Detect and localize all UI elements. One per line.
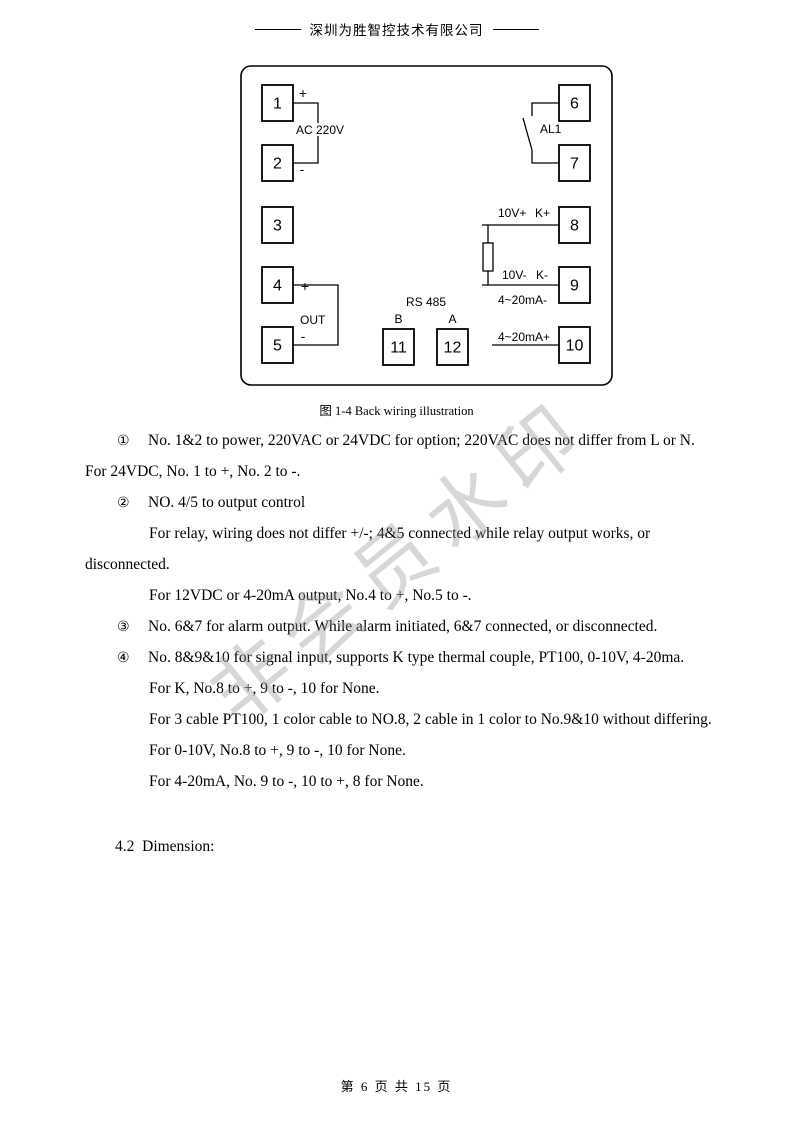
terminal-6-number: 6 <box>570 96 579 113</box>
out-label: OUT <box>300 313 326 327</box>
input-10v-plus-label: 10V+ <box>498 206 526 220</box>
note-line: ③ No. 6&7 for alarm output. While alarm i… <box>85 611 745 642</box>
terminal-10: 10 <box>558 326 591 364</box>
terminal-6: 6 <box>558 84 591 122</box>
terminal-7: 7 <box>558 144 591 182</box>
note-line: ① No. 1&2 to power, 220VAC or 24VDC for o… <box>85 425 745 456</box>
header-rule-left <box>254 28 301 30</box>
al1-label: AL1 <box>540 122 562 136</box>
note-text: For relay, wiring does not differ +/-; 4… <box>149 525 651 542</box>
note-line: For K, No.8 to +, 9 to -, 10 for None. <box>85 673 745 704</box>
panel-outline <box>240 65 613 386</box>
note-text: disconnected. <box>85 556 170 573</box>
terminal-1-number: 1 <box>273 96 282 113</box>
input-10v-minus-label: 10V- <box>502 268 527 282</box>
ac220v-underlay <box>294 123 348 136</box>
input-420ma-minus-label: 4~20mA- <box>498 293 547 307</box>
note-line: For 0-10V, No.8 to +, 9 to -, 10 for Non… <box>85 735 745 766</box>
note-line: ④ No. 8&9&10 for signal input, supports K… <box>85 642 745 673</box>
input-k-plus-label: K+ <box>535 206 550 220</box>
terminal-3: 3 <box>261 206 294 244</box>
rs485-label: RS 485 <box>406 295 446 309</box>
figure-caption: 图 1-4 Back wiring illustration <box>319 404 474 418</box>
note-text: For 24VDC, No. 1 to +, No. 2 to -. <box>85 463 301 480</box>
terminal-10-number: 10 <box>566 338 584 355</box>
terminal-11: 11 <box>382 328 415 366</box>
note-line: For 4-20mA, No. 9 to -, 10 to +, 8 for N… <box>85 766 745 797</box>
page-header: 深圳为胜智控技术有限公司 <box>0 20 793 38</box>
note-text: No. 1&2 to power, 220VAC or 24VDC for op… <box>148 432 695 449</box>
terminal-2: 2 <box>261 144 294 182</box>
terminal-3-number: 3 <box>273 218 282 235</box>
input-k-minus-label: K- <box>536 268 548 282</box>
terminal-12-number: 12 <box>444 340 462 357</box>
note-text: For 4-20mA, No. 9 to -, 10 to +, 8 for N… <box>149 773 424 790</box>
note-text: For 0-10V, No.8 to +, 9 to -, 10 for Non… <box>149 742 406 759</box>
wire-alarm-top-contact <box>531 102 559 116</box>
note-line: For 3 cable PT100, 1 color cable to NO.8… <box>85 704 745 735</box>
terminal-1: 1 <box>261 84 294 122</box>
note-bullet: ① <box>117 433 130 449</box>
power-minus-label: - <box>300 161 305 177</box>
note-text: NO. 4/5 to output control <box>148 494 306 511</box>
wiring-notes: ① No. 1&2 to power, 220VAC or 24VDC for o… <box>85 425 745 797</box>
rs485-a-label: A <box>448 312 456 326</box>
note-text: For 12VDC or 4-20mA output, No.4 to +, N… <box>149 587 472 604</box>
input-420ma-plus-label: 4~20mA+ <box>498 330 550 344</box>
wire-alarm-bottom-contact <box>531 150 559 164</box>
note-bullet: ④ <box>117 650 130 666</box>
dimension-section-heading: 4.2 Dimension: <box>115 838 215 855</box>
note-line: disconnected. <box>85 549 745 580</box>
terminal-2-number: 2 <box>273 156 282 173</box>
terminal-5: 5 <box>261 326 294 364</box>
ac220v-label: AC 220V <box>296 123 344 137</box>
note-line: For 12VDC or 4-20mA output, No.4 to +, N… <box>85 580 745 611</box>
terminal-4-number: 4 <box>273 278 282 295</box>
note-line: ② NO. 4/5 to output control <box>85 487 745 518</box>
note-bullet: ③ <box>117 619 130 635</box>
terminal-9-number: 9 <box>570 278 579 295</box>
terminal-11-number: 11 <box>390 340 407 357</box>
company-name: 深圳为胜智控技术有限公司 <box>309 23 484 38</box>
out-plus-label: + <box>301 278 309 294</box>
note-line: For relay, wiring does not differ +/-; 4… <box>85 518 745 549</box>
note-text: For K, No.8 to +, 9 to -, 10 for None. <box>149 680 380 697</box>
note-bullet: ② <box>117 495 130 511</box>
terminal-4: 4 <box>261 266 294 304</box>
note-text: No. 8&9&10 for signal input, supports K … <box>148 649 685 666</box>
page-footer: 第 6 页 共 15 页 <box>340 1079 453 1094</box>
note-text: For 3 cable PT100, 1 color cable to NO.8… <box>149 711 712 728</box>
terminal-5-number: 5 <box>273 338 282 355</box>
wire-alarm-switch-blade <box>522 117 533 151</box>
terminal-12: 12 <box>436 328 469 366</box>
rs485-b-label: B <box>394 312 402 326</box>
terminal-7-number: 7 <box>570 156 579 173</box>
resistor-symbol <box>482 242 494 272</box>
terminal-9: 9 <box>558 266 591 304</box>
back-wiring-diagram: 1 2 3 4 5 6 7 8 <box>240 65 613 386</box>
terminal-8: 8 <box>558 206 591 244</box>
note-text: No. 6&7 for alarm output. While alarm in… <box>148 618 658 635</box>
power-plus-label: + <box>299 85 307 101</box>
out-minus-label: - <box>301 328 306 344</box>
header-rule-right <box>492 28 539 30</box>
wire-out-bracket <box>293 284 339 346</box>
note-line: For 24VDC, No. 1 to +, No. 2 to -. <box>85 456 745 487</box>
terminal-8-number: 8 <box>570 218 579 235</box>
